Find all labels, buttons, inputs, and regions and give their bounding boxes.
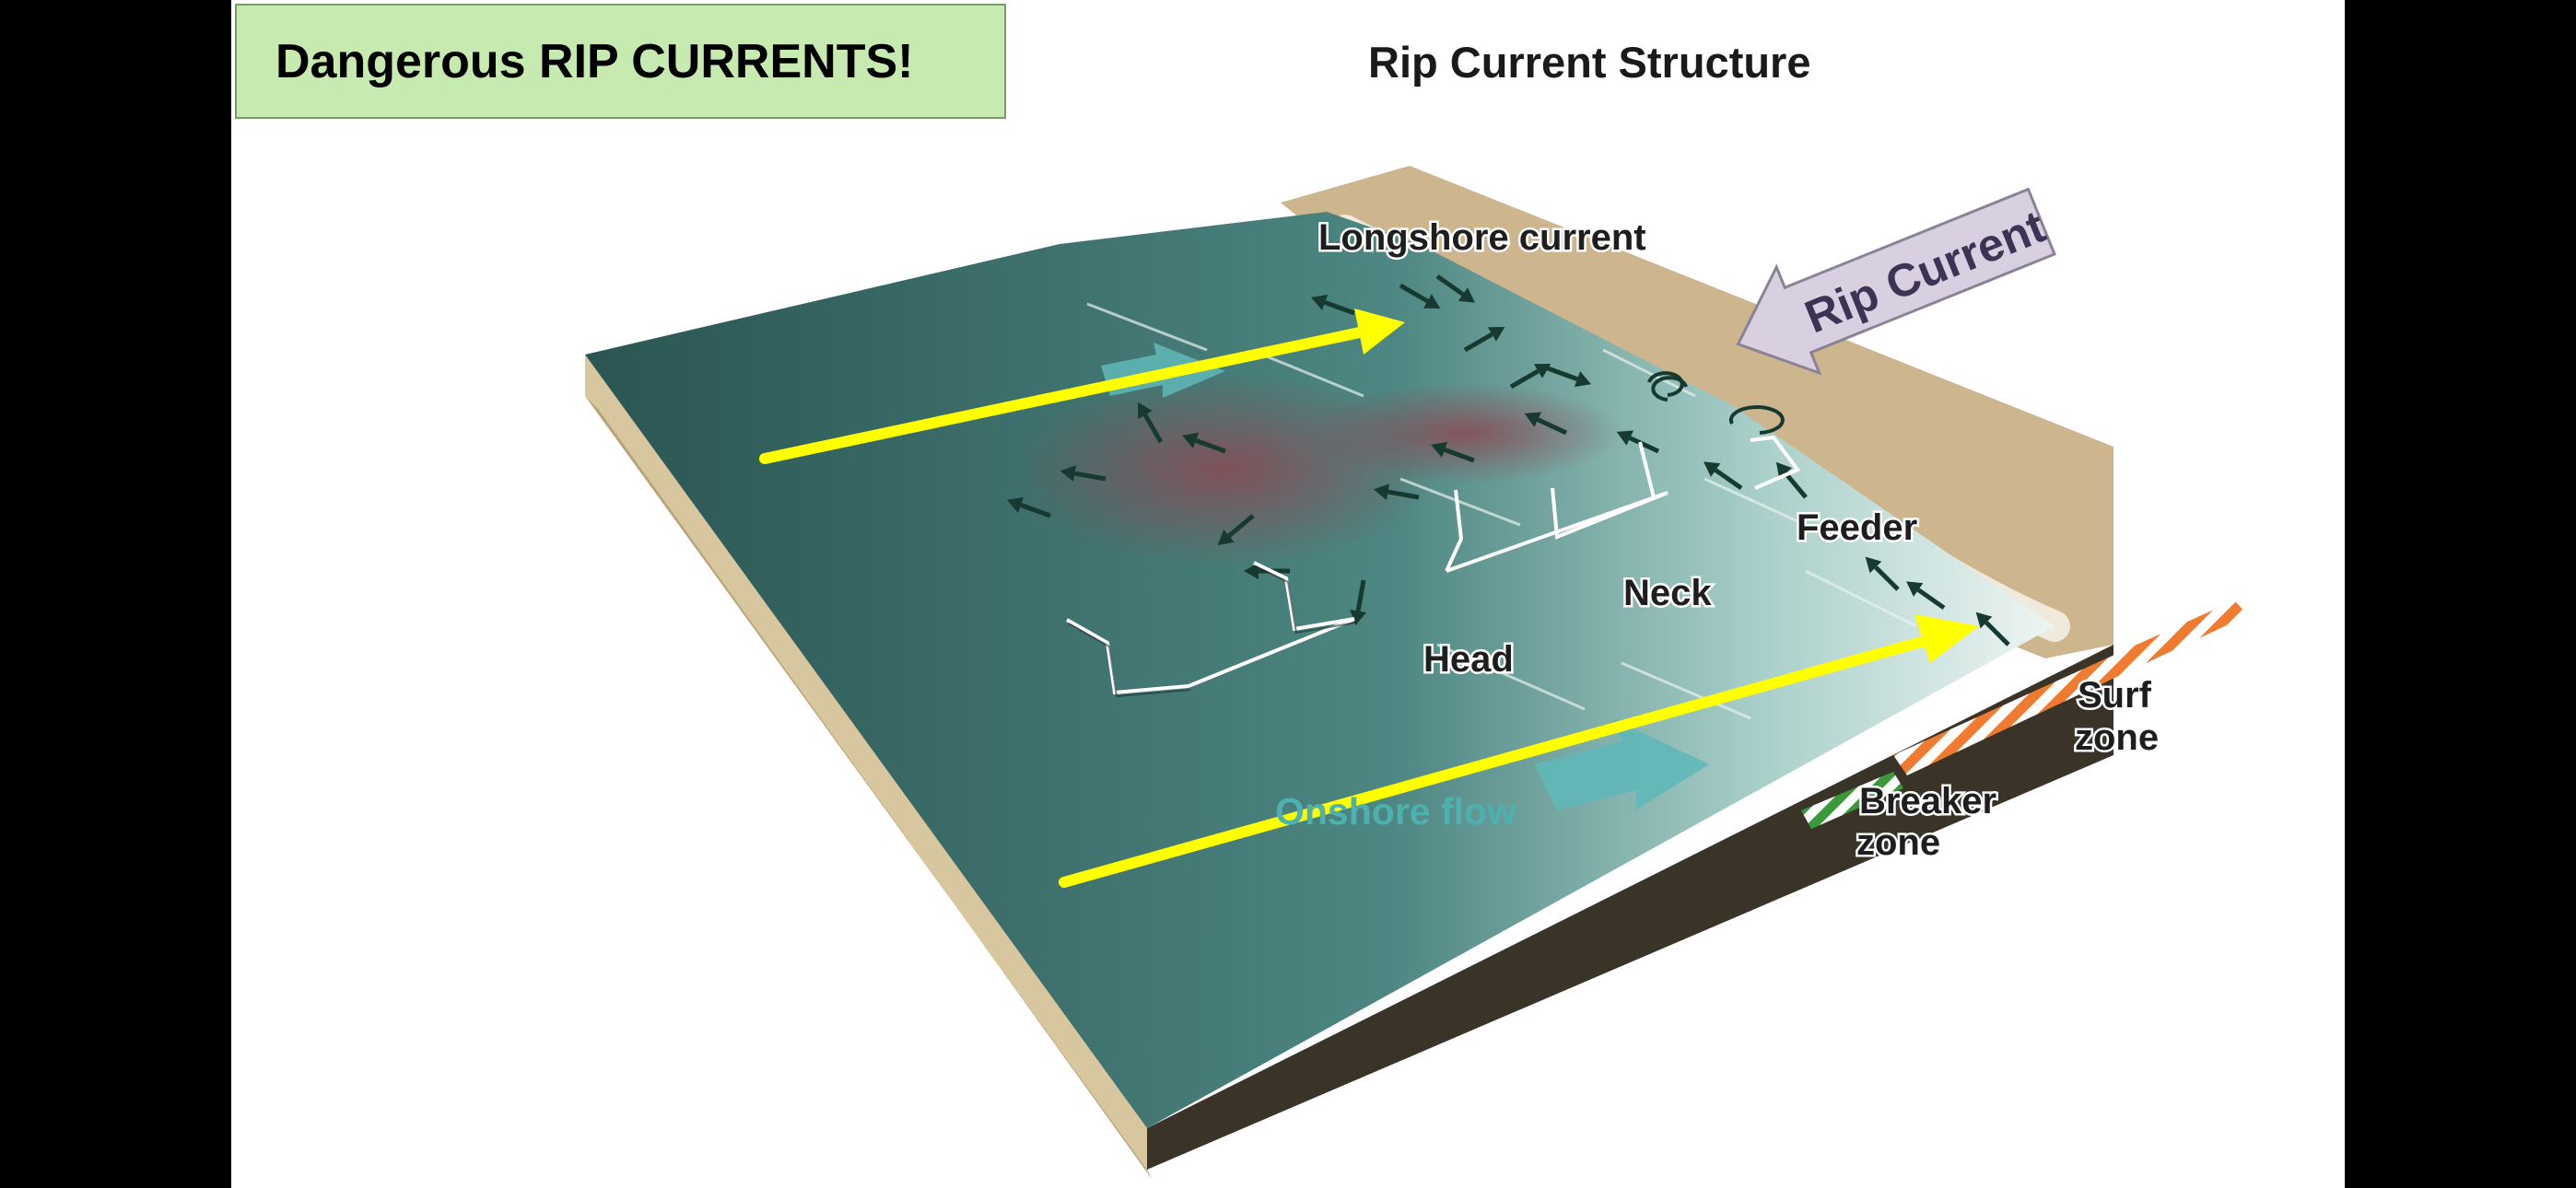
surf-zone-stripe <box>1893 600 2248 775</box>
onshore-flow-label: Onshore flow <box>1275 790 1516 833</box>
longshore-current-label: Longshore current <box>1318 217 1646 258</box>
current-arrows <box>1007 274 2010 646</box>
surf-zone-label-line1: Surf <box>2078 675 2152 716</box>
breaker-zone-label-line2: zone <box>1856 822 1940 863</box>
breaker-zone-label-line1: Breaker <box>1859 781 1996 821</box>
diagram-title: Rip Current Structure <box>1368 38 1811 87</box>
highlight-arrow-upper <box>759 309 1405 464</box>
slide-title: Dangerous RIP CURRENTS! <box>275 34 914 88</box>
slide-title-box: Dangerous RIP CURRENTS! <box>235 4 1006 119</box>
onshore-arrow-large <box>1534 718 1709 810</box>
rip-current-diagram: Rip Current Longshore current Feeder Nec… <box>585 166 2248 1179</box>
slide-canvas: Dangerous RIP CURRENTS! Rip Current Stru… <box>231 0 2345 1188</box>
diagram-labels: Longshore current Feeder Neck Head Onsho… <box>1275 215 2161 866</box>
rip-structure-brackets <box>1066 435 1801 695</box>
breaker-zone-stripe <box>1801 772 1903 829</box>
head-label: Head <box>1423 639 1514 680</box>
seabed-block <box>585 355 2113 1179</box>
highlight-arrow-lower <box>1059 614 1979 888</box>
feeder-label: Feeder <box>1797 507 1917 548</box>
rip-structure-brackets-shadow <box>1068 565 1357 698</box>
surf-zone-label-line2: zone <box>2075 717 2159 758</box>
rip-neck-plume <box>1308 382 1622 483</box>
ocean-water <box>585 212 2055 1128</box>
neck-label: Neck <box>1623 573 1712 613</box>
eddy-loops <box>1647 371 1785 435</box>
